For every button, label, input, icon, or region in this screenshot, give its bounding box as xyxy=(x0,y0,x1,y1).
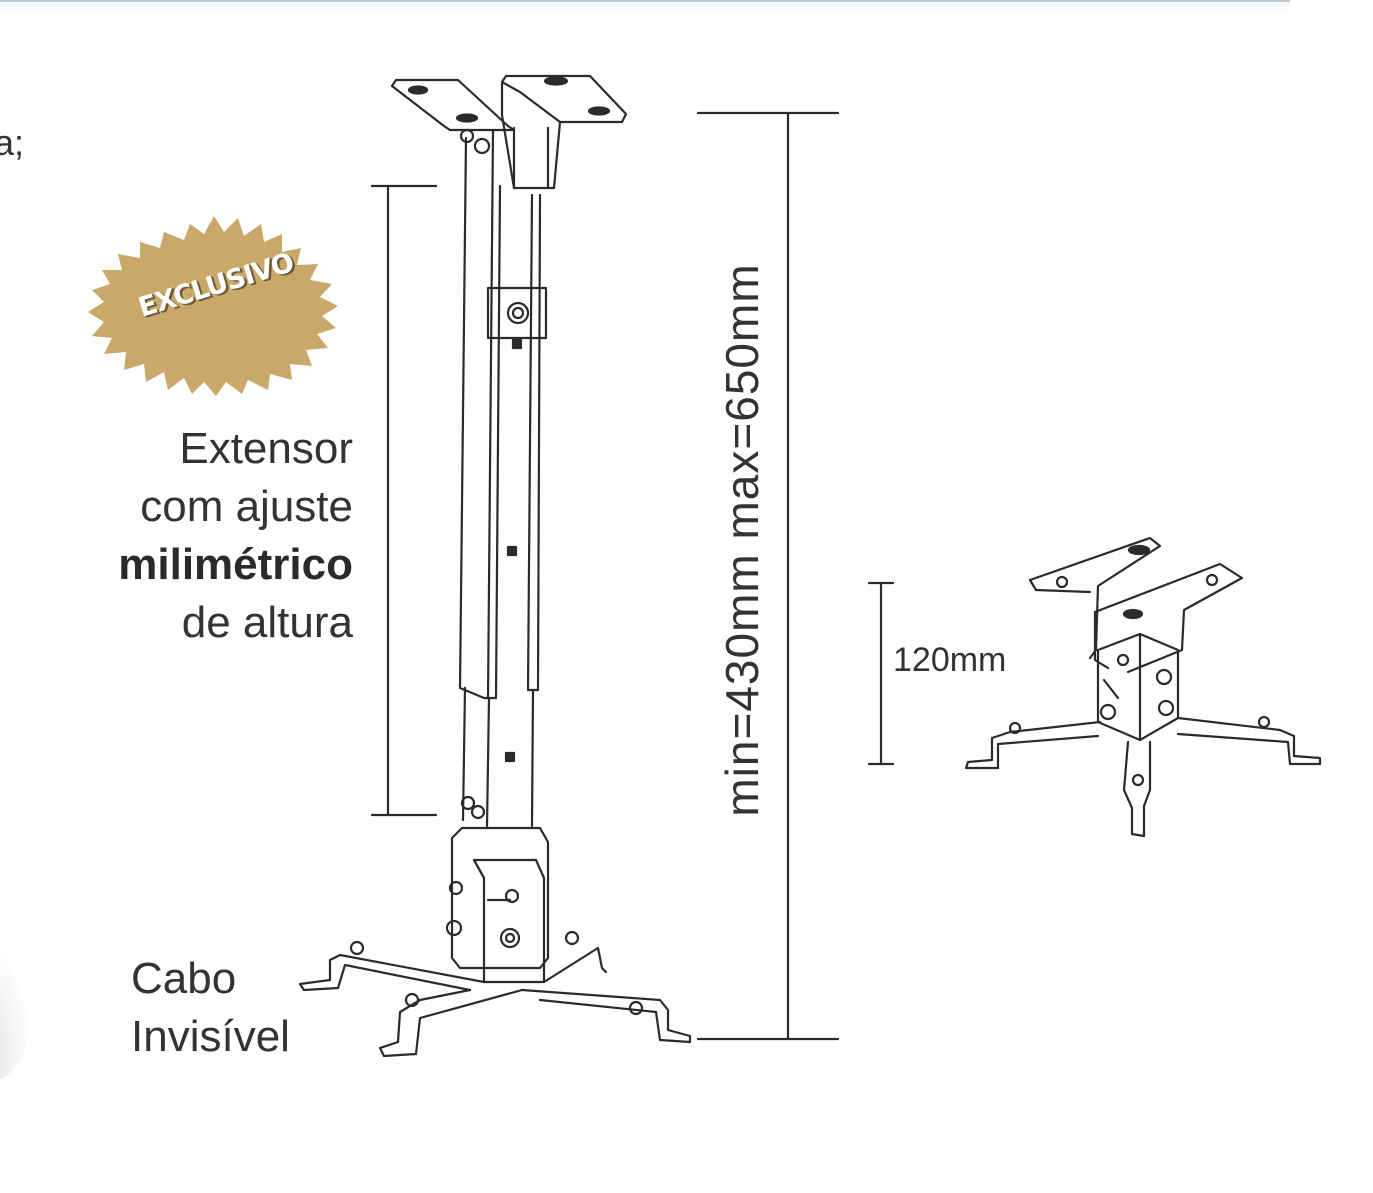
top-fade xyxy=(0,2,1290,14)
compact-height-dimension-label: 120mm xyxy=(893,641,1007,679)
height-adjust-caption: Extensor com ajuste milimétrico de altur… xyxy=(118,420,353,652)
cable-line-2: Invisível xyxy=(131,1012,290,1061)
caption-line-1: Extensor xyxy=(179,424,353,473)
hidden-cable-caption: Cabo Invisível xyxy=(131,950,290,1066)
caption-line-4: de altura xyxy=(181,598,353,647)
cropped-text-fragment: a; xyxy=(0,122,25,163)
top-divider-rule xyxy=(0,0,1290,2)
exclusive-starburst-badge-icon xyxy=(88,216,338,396)
cable-line-1: Cabo xyxy=(131,954,237,1003)
compact-mount xyxy=(964,536,1322,838)
tall-mount-spider-arms xyxy=(298,930,692,1058)
compact-height-dimension-bracket xyxy=(867,581,895,766)
caption-line-3-bold: milimétrico xyxy=(118,540,353,589)
full-height-dimension-bracket xyxy=(696,111,840,1041)
tall-mount-ceiling-bracket xyxy=(390,74,628,190)
extension-dimension-bracket xyxy=(370,184,438,817)
caption-line-2: com ajuste xyxy=(140,482,353,531)
tall-mount-tilt-head xyxy=(445,826,550,984)
tall-mount-telescopic-pole xyxy=(458,128,548,828)
